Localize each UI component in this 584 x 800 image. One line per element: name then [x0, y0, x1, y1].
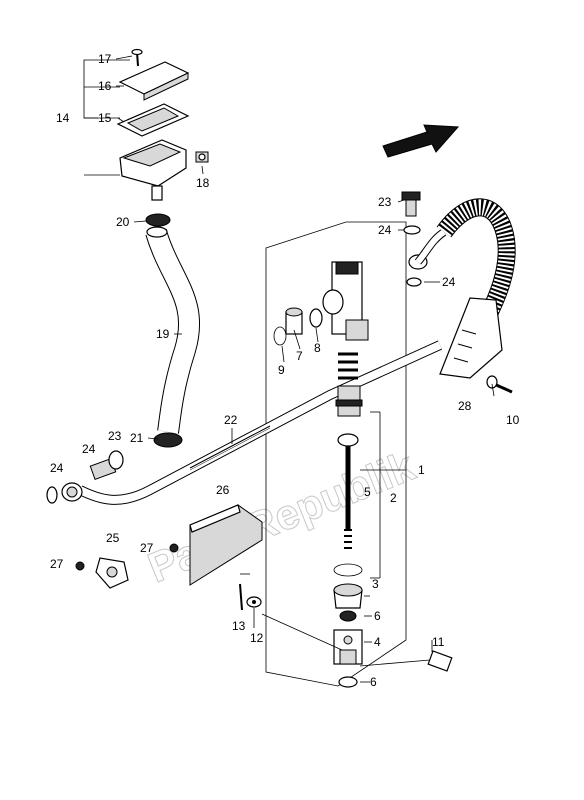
outlet-bolt-23 [401, 191, 421, 217]
callout-6-lower: 6 [370, 675, 377, 689]
banjo-fitting-left [46, 450, 124, 504]
brake-pipe [77, 340, 443, 505]
callout-1: 1 [418, 463, 425, 477]
callout-17: 17 [98, 52, 112, 66]
callout-27-left: 27 [50, 557, 64, 571]
callout-11: 11 [432, 635, 445, 649]
callout-10: 10 [506, 413, 520, 427]
callout-6-upper: 6 [374, 609, 381, 623]
callout-2: 2 [390, 491, 397, 505]
reservoir-screw [131, 48, 143, 67]
washer-24-upper [403, 225, 421, 235]
callout-24-left-a: 24 [82, 442, 96, 456]
callout-15: 15 [98, 111, 112, 125]
callout-24-left-b: 24 [50, 461, 64, 475]
circlip-9 [273, 326, 287, 346]
callout-8: 8 [314, 341, 321, 355]
heat-shield-26 [189, 504, 263, 586]
leader-lines [115, 55, 495, 683]
washer-24-lower [406, 277, 422, 287]
spring [338, 352, 358, 380]
callout-14: 14 [56, 111, 70, 125]
nut-6-upper [339, 610, 357, 622]
assembly-frame [265, 221, 407, 687]
clip-screw-left [75, 561, 85, 571]
clip-screw-mid [169, 543, 179, 553]
bracket-bolt-10 [486, 375, 513, 394]
callout-13: 13 [232, 619, 246, 633]
piston [335, 385, 363, 417]
callout-12: 12 [250, 631, 264, 645]
banjo-fitting-right [408, 228, 447, 270]
callout-26: 26 [216, 483, 230, 497]
circlip-3 [333, 563, 363, 577]
reservoir-diaphragm [116, 103, 190, 137]
pushrod-5 [337, 433, 359, 549]
master-cylinder-body [322, 261, 369, 341]
callouts: 17 16 14 15 18 20 19 21 22 23 24 24 26 2… [50, 52, 520, 689]
callout-23-left: 23 [108, 429, 122, 443]
reservoir-cap [118, 61, 190, 101]
callout-24-right-b: 24 [442, 275, 456, 289]
clevis-pin-11 [427, 650, 453, 672]
callout-20: 20 [116, 215, 130, 229]
flexible-hose-28 [436, 198, 516, 325]
callout-16: 16 [98, 79, 112, 93]
callout-3: 3 [372, 577, 379, 591]
callout-24-right-a: 24 [378, 223, 392, 237]
hose-clip-25 [95, 557, 129, 589]
callout-22: 22 [224, 413, 238, 427]
direction-arrow-icon [382, 124, 460, 158]
callout-19: 19 [156, 327, 170, 341]
callout-9: 9 [278, 363, 285, 377]
inlet-fitting-7 [285, 307, 303, 335]
callout-23-right: 23 [378, 195, 392, 209]
reservoir-body [119, 139, 187, 201]
boot [333, 583, 363, 609]
reservoir-bolt [195, 151, 209, 163]
hose-clamp-upper [145, 213, 171, 227]
nut-6-lower [338, 676, 358, 688]
cotter-pin-13 [239, 583, 243, 611]
watermark: PartsRepublik [141, 442, 421, 592]
washer-12 [246, 596, 262, 608]
callout-21: 21 [130, 431, 144, 445]
callout-5: 5 [364, 485, 371, 499]
hose-bracket-28 [439, 297, 503, 379]
callout-4: 4 [374, 635, 381, 649]
clevis-4 [333, 629, 363, 665]
callout-7: 7 [296, 349, 303, 363]
reservoir-hose [145, 226, 201, 434]
callout-27-mid: 27 [140, 541, 154, 555]
o-ring-8 [309, 308, 323, 328]
callout-25: 25 [106, 531, 120, 545]
callout-28: 28 [458, 399, 472, 413]
callout-18: 18 [196, 176, 210, 190]
hose-clamp-lower [153, 432, 183, 448]
